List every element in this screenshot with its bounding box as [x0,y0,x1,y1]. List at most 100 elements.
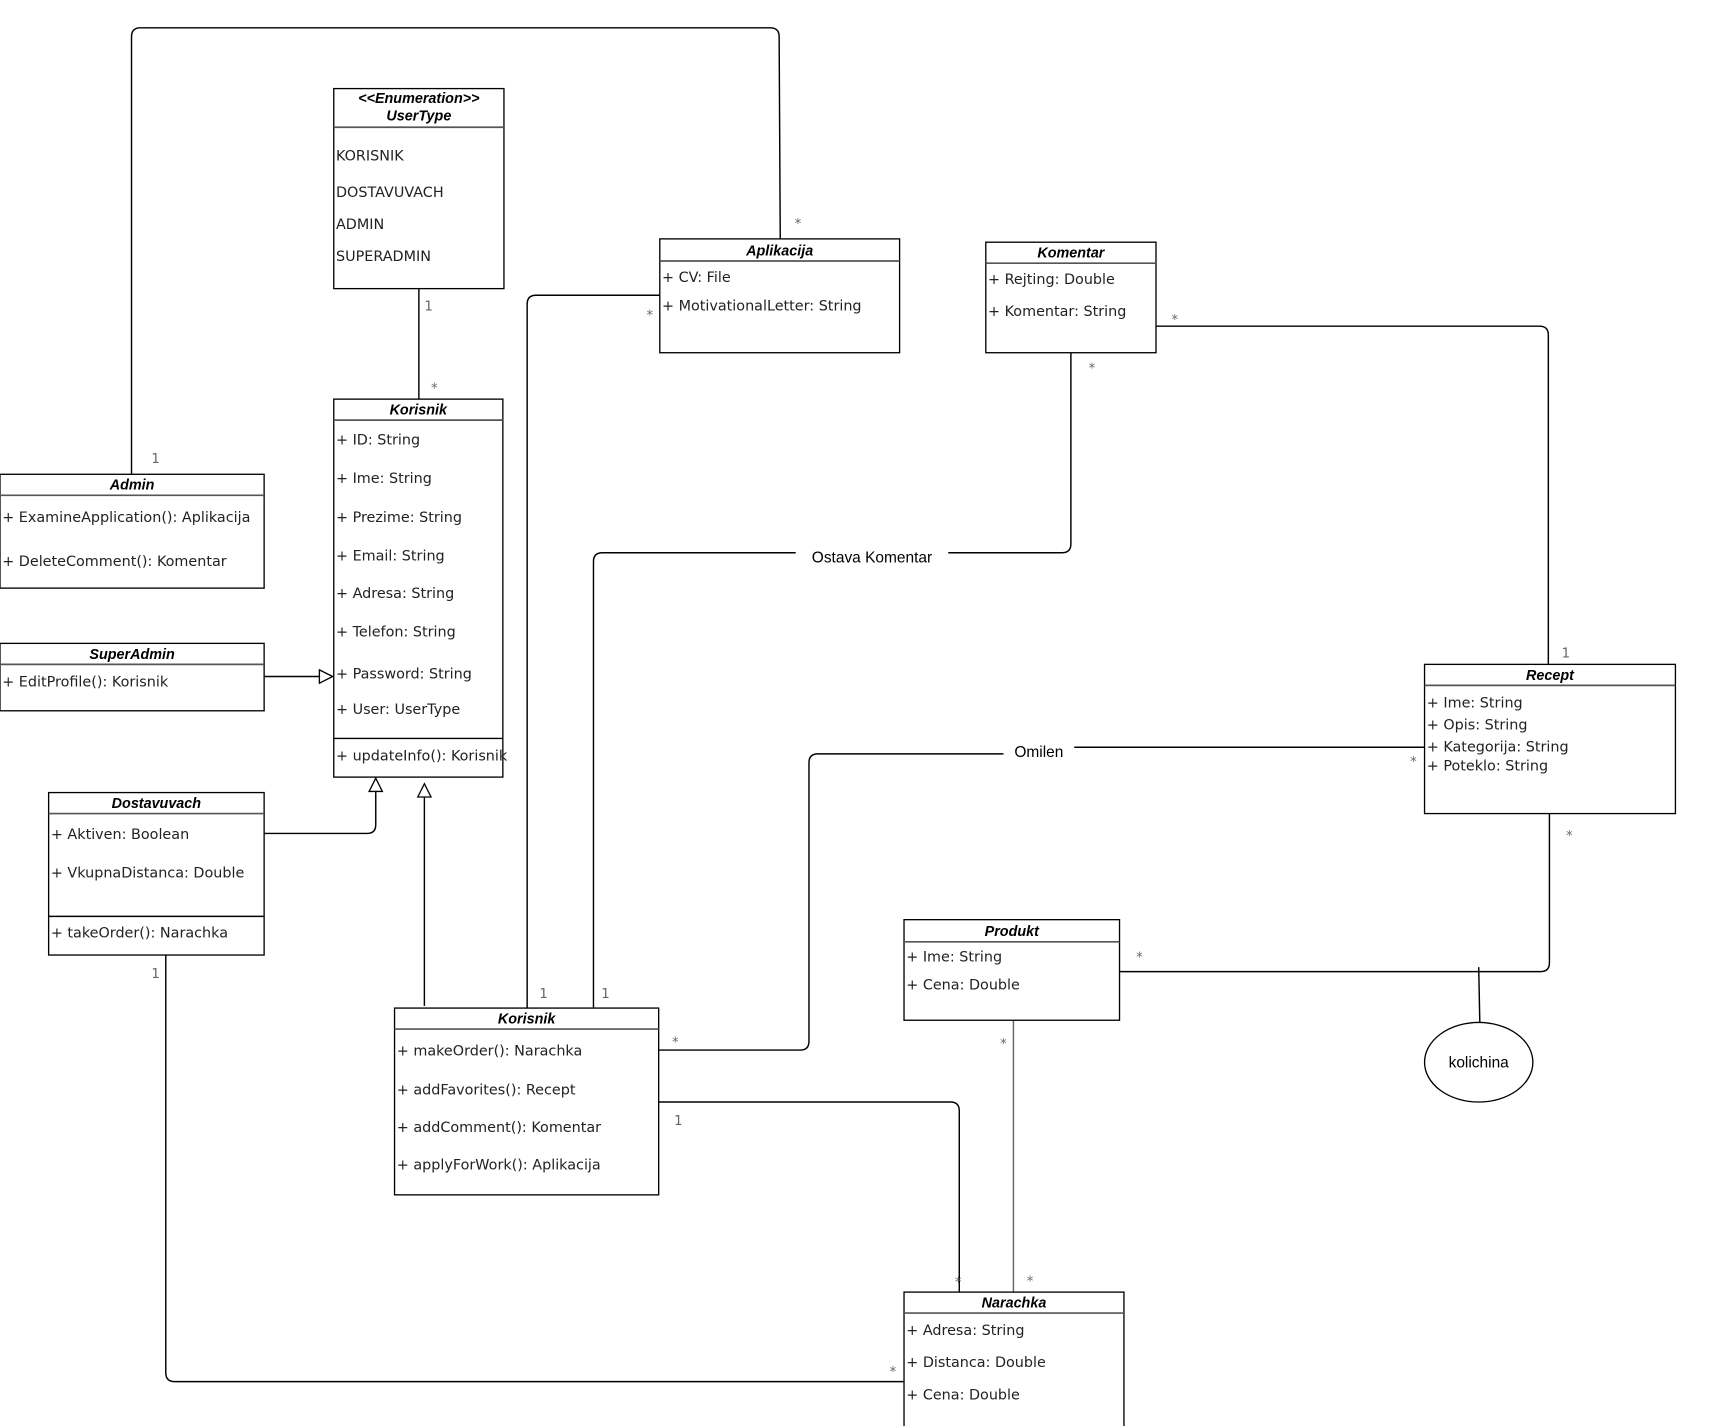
class-box [985,241,1157,354]
class-box [393,1007,660,1196]
class-box [47,791,265,956]
multiplicity-label: * [890,1365,897,1380]
class-superadmin[interactable]: SuperAdmin + EditProfile(): Korisnik [0,642,265,712]
class-korisnik[interactable]: Korisnik + makeOrder(): Narachka + addFavo… [393,1007,660,1196]
class-member: + Rejting: Double [988,272,1115,288]
class-title: Korisnik [498,1012,556,1028]
class-member: + DeleteComment(): Komentar [2,554,227,570]
class-box [1423,663,1677,815]
kolichina-link [1477,967,1481,1023]
class-member: + Ime: String [906,950,1002,966]
class-member: + CV: File [662,270,731,286]
komentar-recept-association[interactable] [1155,325,1550,665]
class-title: SuperAdmin [89,647,175,663]
class-title: Narachka [982,1296,1047,1312]
class-member: + Ime: String [336,471,432,487]
class-dostavuvach[interactable]: Dostavuvach + Aktiven: Boolean + VkupnaDis… [47,791,265,956]
ostava-komentar-label: Ostava Komentar [812,550,932,567]
class-member: SUPERADMIN [336,249,431,265]
class-member: + VkupnaDistanca: Double [51,866,245,882]
class-member: + Prezime: String [336,510,462,526]
generalization-arrowhead-icon [416,782,433,798]
omilen-label: Omilen [1014,744,1063,761]
class-box [659,238,901,354]
multiplicity-label: * [1089,362,1096,377]
multiplicity-label: 1 [539,987,547,1002]
multiplicity-label: * [795,217,802,232]
multiplicity-label: 1 [1562,647,1570,662]
class-admin[interactable]: Admin+ ExamineApplication(): Aplikacija+… [0,473,265,589]
class-member: + ExamineApplication(): Aplikacija [2,510,250,526]
dostavuvach-generalization[interactable] [264,791,377,835]
connectors [130,27,1551,1383]
class-title: Produkt [985,924,1040,940]
class-member: + Telefon: String [336,625,456,641]
class-usertype[interactable]: <<Enumeration>>UserTypeKORISNIKDOSTAVUVA… [333,87,505,290]
admin-aplikacija-association[interactable] [130,27,781,475]
omilen-association[interactable] [658,746,1425,1051]
class-member: + Cena: Double [906,977,1020,993]
association-labels: Ostava Komentar Omilen kolichina [812,550,1534,1103]
class-title: <<Enumeration>> [358,91,480,107]
multiplicity-label: * [955,1276,962,1291]
korisnik-aplikacija-association[interactable] [526,294,660,1009]
class-box [903,1291,1125,1426]
class-member: + ID: String [336,432,420,448]
class-title: Recept [1526,668,1575,684]
class-member: + applyForWork(): Aplikacija [397,1157,601,1173]
class-box [333,398,504,778]
class-produkt[interactable]: Produkt + Ime: String + Cena: Double [903,919,1121,1021]
class-method: + takeOrder(): Narachka [51,925,228,941]
multiplicity-label: * [1027,1274,1034,1289]
multiplicity-label: * [1136,951,1143,966]
class-aplikacija[interactable]: Aplikacija + CV: File + MotivationalLetter… [659,238,901,354]
class-member: + Distanca: Double [906,1355,1046,1371]
class-recept[interactable]: Recept+ Ime: String + Opis: String + Kateg… [1423,663,1677,815]
class-member: + User: UserType [336,702,460,718]
class-member: + Cena: Double [906,1387,1020,1403]
generalization-arrowhead-icon [318,668,335,685]
class-member: + EditProfile(): Korisnik [2,674,169,690]
class-box [333,87,505,290]
class-member: + Email: String [336,548,445,564]
class-komentar[interactable]: Komentar + Rejting: Double + Komentar: Str… [985,241,1157,354]
multiplicity-label: * [1410,755,1417,770]
class-title: Komentar [1037,246,1105,262]
kolichina-label: kolichina [1449,1055,1510,1072]
class-title: Dostavuvach [112,796,202,812]
class-title: Korisnik [390,403,448,419]
class-member: + Opis: String [1427,718,1528,734]
class-member: + MotivationalLetter: String [662,299,862,315]
multiplicity-label: 1 [151,452,159,467]
multiplicity-label: 1 [424,300,432,315]
class-box [903,919,1121,1021]
class-member: + Adresa: String [906,1323,1024,1339]
class-member: + Aktiven: Boolean [51,827,189,843]
class-member: + addFavorites(): Recept [397,1082,576,1098]
class-member: + Komentar: String [988,304,1126,320]
class-narachka[interactable]: Narachka + Adresa: String + Distanca: Doub… [903,1291,1125,1426]
class-title: Aplikacija [745,243,813,259]
class-korisnik-base[interactable]: Korisnik + ID: String + Ime: String + Prezi… [333,398,508,778]
multiplicity-label: * [431,382,438,397]
recept-produkt-association[interactable] [1119,813,1551,973]
class-member: + Kategorija: String [1427,740,1569,756]
ostava-komentar-association[interactable] [592,352,1072,1009]
classes: <<Enumeration>>UserTypeKORISNIKDOSTAVUVA… [0,87,1677,1426]
class-member: + addComment(): Komentar [397,1120,601,1136]
class-title: UserType [386,109,451,125]
class-member: ADMIN [336,217,384,233]
korisnik-narachka-association[interactable] [658,1101,960,1293]
class-member: DOSTAVUVACH [336,185,444,201]
generalization-arrowhead-icon [368,776,384,793]
class-member: + Adresa: String [336,586,454,602]
class-method: + updateInfo(): Korisnik [336,749,508,765]
multiplicity-label: * [672,1036,679,1051]
class-member: + makeOrder(): Narachka [397,1044,583,1060]
multiplicity-label: 1 [674,1114,682,1129]
multiplicity-label: 1 [601,987,609,1002]
dostavuvach-narachka-association[interactable] [165,955,905,1383]
kolichina-attribute-ellipse[interactable] [1423,1021,1534,1103]
class-member: + Ime: String [1427,695,1523,711]
